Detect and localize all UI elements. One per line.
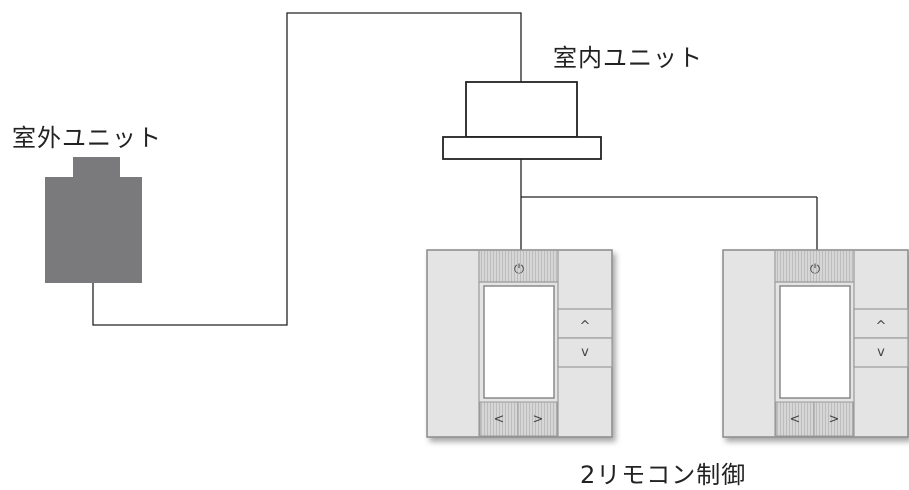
down-button[interactable]: [557, 337, 613, 368]
remote-screen: [483, 285, 555, 399]
wiring: [92, 12, 818, 326]
right-arrow-button[interactable]: [813, 401, 854, 437]
power-button[interactable]: [776, 251, 853, 282]
outdoor-to-indoor-wire: [92, 12, 522, 326]
indoor-unit-label: 室内ユニット: [553, 44, 703, 72]
indoor-unit-body: [465, 81, 578, 138]
remote-screen: [779, 285, 851, 399]
left-arrow-button[interactable]: [479, 401, 519, 437]
outdoor-unit-top: [73, 157, 120, 179]
outdoor-unit-label: 室外ユニット: [12, 124, 162, 152]
power-icon: ⏻: [810, 262, 820, 277]
outdoor-unit-body: [45, 177, 142, 283]
up-button[interactable]: [853, 308, 909, 339]
up-icon: ^: [580, 319, 591, 334]
right-arrow-icon: >: [829, 412, 840, 427]
outdoor-unit: [45, 157, 142, 283]
down-button[interactable]: [853, 337, 909, 368]
power-button[interactable]: [480, 251, 557, 282]
right-arrow-button[interactable]: [517, 401, 558, 437]
down-icon: v: [877, 345, 885, 360]
left-arrow-icon: <: [790, 412, 801, 427]
indoor-unit-base: [442, 136, 602, 160]
remote-controller-2: ⏻ < > ^ v: [722, 249, 909, 438]
left-arrow-button[interactable]: [775, 401, 815, 437]
power-icon: ⏻: [514, 262, 524, 277]
dual-remote-control-label: 2リモコン制御: [580, 461, 747, 489]
indoor-unit: [442, 81, 602, 160]
remote-controller-1: ⏻ < > ^ v: [426, 249, 613, 438]
up-button[interactable]: [557, 308, 613, 339]
up-icon: ^: [876, 319, 887, 334]
right-arrow-icon: >: [533, 412, 544, 427]
down-icon: v: [581, 345, 589, 360]
left-arrow-icon: <: [494, 412, 505, 427]
